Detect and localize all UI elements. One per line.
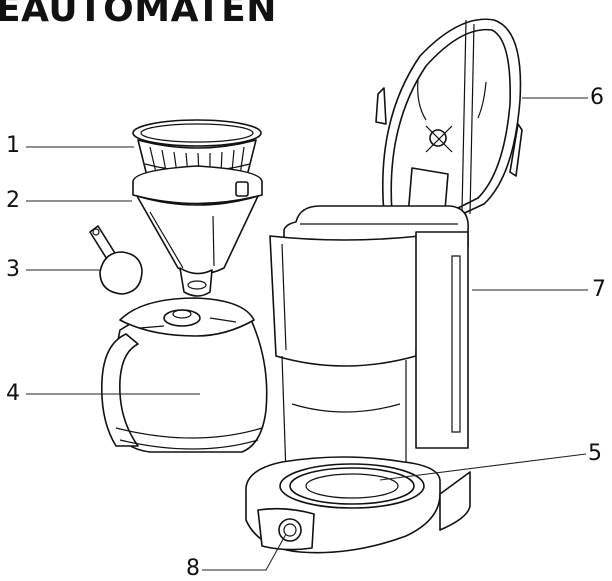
- filter-holder: [132, 165, 263, 297]
- label-4-carafe: 4: [6, 381, 20, 406]
- measuring-spoon: [89, 225, 143, 295]
- label-2-filter-holder: 2: [6, 188, 20, 213]
- label-8-power-button: 8: [186, 556, 200, 581]
- label-5-warming-plate: 5: [588, 441, 602, 466]
- label-1-filter-basket: 1: [6, 133, 20, 158]
- label-3-measuring-spoon: 3: [6, 257, 20, 282]
- glass-carafe: [100, 297, 268, 453]
- leader-lines: [26, 97, 588, 571]
- label-7-water-tank: 7: [592, 277, 606, 302]
- coffee-maker-body: [245, 18, 523, 554]
- label-6-lid: 6: [590, 85, 604, 110]
- page-title: EAUTOMATEN: [0, 0, 277, 30]
